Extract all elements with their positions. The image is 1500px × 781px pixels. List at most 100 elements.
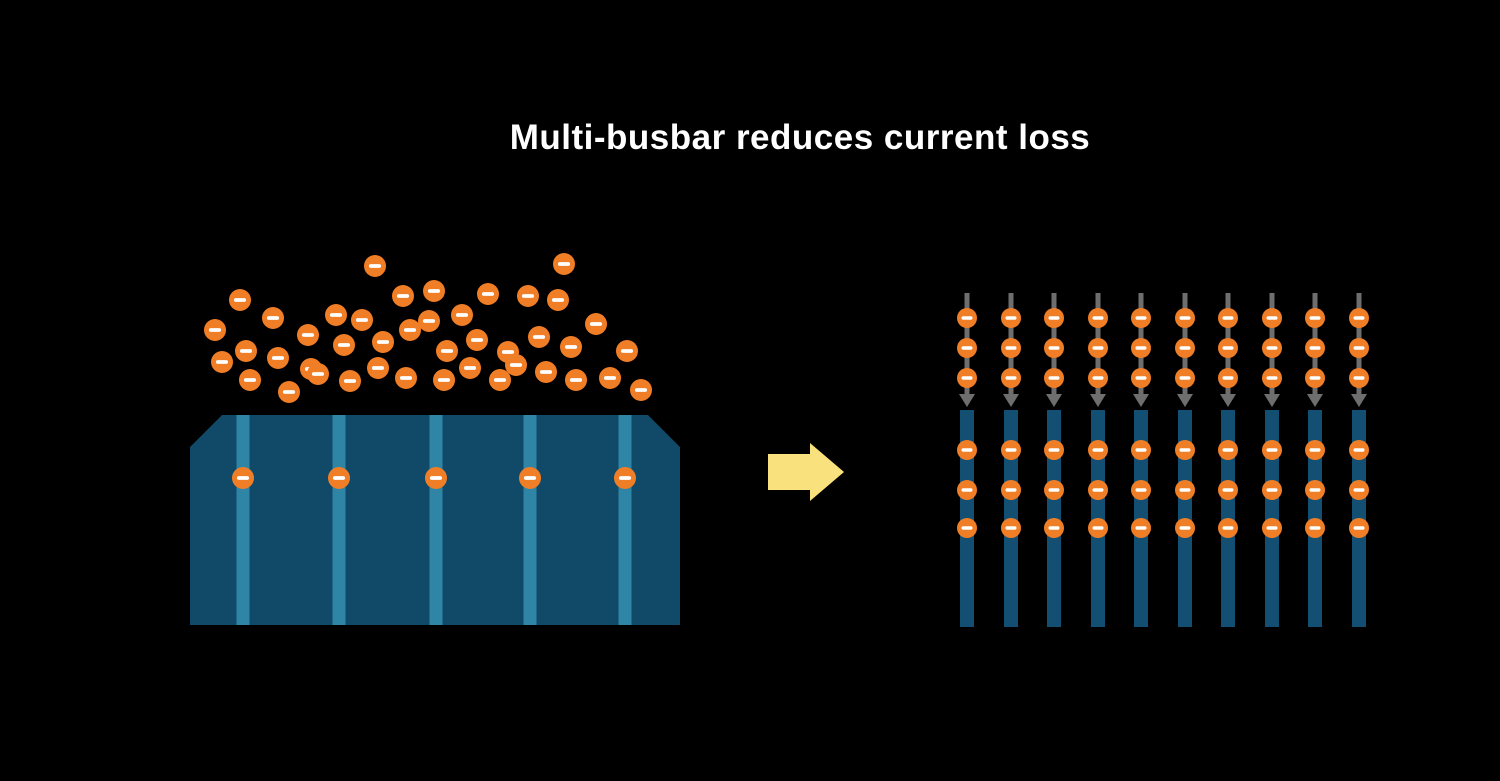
electron-icon (957, 518, 977, 538)
minus-sign (493, 378, 507, 382)
electron-icon (232, 467, 254, 489)
electron-icon (278, 381, 300, 403)
electron-icon (1218, 480, 1238, 500)
minus-sign (1266, 488, 1278, 492)
electron-icon (423, 280, 445, 302)
minus-sign (1005, 488, 1017, 492)
electron-icon (204, 319, 226, 341)
electron-icon (1349, 368, 1369, 388)
minus-sign (429, 476, 443, 480)
electron-icon (235, 340, 257, 362)
minus-sign (1353, 448, 1365, 452)
minus-sign (1222, 346, 1234, 350)
electron-icon (528, 326, 550, 348)
minus-sign (1179, 448, 1191, 452)
electron-icon (505, 354, 527, 376)
minus-sign (282, 390, 296, 394)
minus-sign (1048, 448, 1060, 452)
minus-sign (399, 376, 413, 380)
electron-icon (229, 289, 251, 311)
minus-sign (422, 319, 436, 323)
minus-sign (1179, 346, 1191, 350)
minus-sign (1222, 526, 1234, 530)
minus-sign (371, 366, 385, 370)
minus-sign (1048, 526, 1060, 530)
electron-icon (1349, 480, 1369, 500)
minus-sign (337, 343, 351, 347)
electron-icon (1001, 308, 1021, 328)
electron-icon (1131, 440, 1151, 460)
electron-icon (1175, 338, 1195, 358)
minus-sign (1005, 316, 1017, 320)
electron-icon (1088, 338, 1108, 358)
minus-sign (564, 345, 578, 349)
electron-icon (517, 285, 539, 307)
minus-sign (1222, 448, 1234, 452)
electron-icon (1349, 308, 1369, 328)
electron-icon (451, 304, 473, 326)
electron-icon (1131, 368, 1151, 388)
transition-arrow-icon (768, 443, 844, 501)
electron-icon (1001, 440, 1021, 460)
electron-icon (1088, 440, 1108, 460)
minus-sign (332, 476, 346, 480)
busbar-column (1349, 293, 1369, 627)
minus-sign (961, 488, 973, 492)
minus-sign (1005, 346, 1017, 350)
busbar-stripe (618, 415, 632, 625)
electron-icon (1044, 368, 1064, 388)
minus-sign (589, 322, 603, 326)
electron-icon (957, 368, 977, 388)
electron-icon (1262, 308, 1282, 328)
busbar-column (1218, 293, 1238, 627)
minus-sign (1179, 376, 1191, 380)
minus-sign (208, 328, 222, 332)
electron-icon (351, 309, 373, 331)
electron-icon (262, 307, 284, 329)
electron-icon (1349, 440, 1369, 460)
busbar-stripe (523, 415, 537, 625)
minus-sign (539, 370, 553, 374)
electron-icon (372, 331, 394, 353)
busbar-stripe (236, 415, 250, 625)
minus-sign (521, 294, 535, 298)
electron-icon (630, 379, 652, 401)
electron-icon (1044, 338, 1064, 358)
minus-sign (1092, 316, 1104, 320)
electron-icon (616, 340, 638, 362)
electron-icon (1175, 368, 1195, 388)
minus-sign (1135, 376, 1147, 380)
minus-sign (1309, 316, 1321, 320)
minus-sign (1135, 316, 1147, 320)
electron-icon (957, 338, 977, 358)
electron-icon (1088, 480, 1108, 500)
electron-icon (339, 370, 361, 392)
electron-icon (1262, 480, 1282, 500)
minus-sign (1135, 346, 1147, 350)
busbar-stripe (429, 415, 443, 625)
minus-sign (1353, 376, 1365, 380)
minus-sign (266, 316, 280, 320)
electron-icon (1044, 518, 1064, 538)
electron-icon (585, 313, 607, 335)
electron-icon (1305, 480, 1325, 500)
electron-icon (211, 351, 233, 373)
electron-icon (392, 285, 414, 307)
electron-icon (1305, 338, 1325, 358)
minus-sign (1179, 526, 1191, 530)
electron-icon (1001, 518, 1021, 538)
minus-sign (961, 448, 973, 452)
electron-icon (519, 467, 541, 489)
minus-sign (1266, 376, 1278, 380)
busbar-column (1262, 293, 1282, 627)
electron-icon (1305, 308, 1325, 328)
electron-icon (328, 467, 350, 489)
minus-sign (618, 476, 632, 480)
electron-icon (489, 369, 511, 391)
minus-sign (215, 360, 229, 364)
minus-sign (376, 340, 390, 344)
minus-sign (470, 338, 484, 342)
minus-sign (1222, 316, 1234, 320)
minus-sign (557, 262, 571, 266)
